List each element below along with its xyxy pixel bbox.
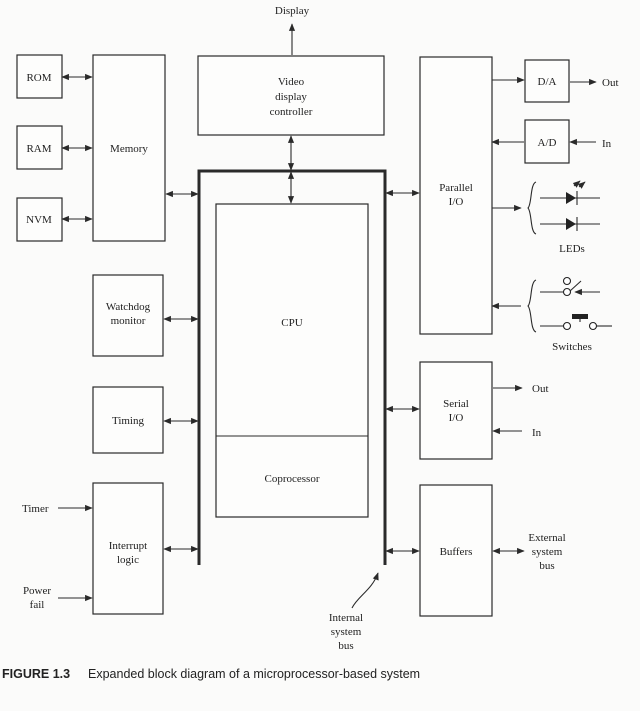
ad-block — [524, 119, 570, 164]
internal-bus-pointer-arrow — [351, 572, 379, 609]
da-block — [524, 59, 570, 103]
memory-label: Memory — [110, 143, 148, 155]
interrupt-label-line1: Interrupt — [109, 540, 147, 552]
led-symbol-2 — [540, 217, 600, 231]
led-symbol-1 — [540, 180, 600, 205]
external-bus-label-line3: bus — [539, 560, 554, 572]
ram-label: RAM — [26, 143, 51, 155]
parallel-io-label-line1: Parallel — [439, 182, 473, 194]
power-fail-label-line2: fail — [30, 599, 45, 611]
figure-number: FIGURE 1.3 — [2, 667, 70, 681]
rom-label: ROM — [26, 72, 51, 84]
rom-block — [16, 54, 63, 99]
watchdog-label-line2: monitor — [111, 315, 146, 327]
serial-in-label: In — [532, 427, 542, 439]
serial-io-label-line1: Serial — [443, 398, 469, 410]
switches-brace — [527, 279, 537, 333]
timing-label: Timing — [112, 415, 145, 427]
switches-label: Switches — [552, 341, 592, 353]
coprocessor-label: Coprocessor — [265, 473, 320, 485]
display-label: Display — [275, 5, 310, 17]
switch-symbol-2 — [540, 314, 612, 331]
internal-bus-label-line3: bus — [338, 640, 353, 652]
video-label-line1: Video — [278, 76, 305, 88]
watchdog-label-line1: Watchdog — [106, 301, 151, 313]
nvm-label: NVM — [26, 214, 52, 226]
external-bus-label-line1: External — [528, 532, 565, 544]
da-out-label: Out — [602, 77, 619, 89]
video-label-line3: controller — [270, 106, 313, 118]
memory-block — [92, 54, 166, 242]
buffers-block — [419, 484, 493, 617]
ad-label: A/D — [538, 137, 557, 149]
serial-io-block — [419, 361, 493, 460]
interrupt-label-line2: logic — [117, 554, 139, 566]
timing-block — [92, 386, 164, 454]
buffers-label: Buffers — [440, 546, 473, 558]
internal-bus-label-line1: Internal — [329, 612, 363, 624]
cpu-label: CPU — [281, 317, 302, 329]
timer-label: Timer — [22, 503, 49, 515]
parallel-io-label-line2: I/O — [449, 196, 464, 208]
video-label-line2: display — [275, 91, 307, 103]
internal-bus-outline — [197, 169, 387, 565]
figure-caption: Expanded block diagram of a microprocess… — [88, 667, 420, 681]
serial-io-label-line2: I/O — [449, 412, 464, 424]
parallel-io-block — [419, 56, 493, 335]
watchdog-block — [92, 274, 164, 357]
ram-block — [16, 125, 63, 170]
video-controller-block — [197, 55, 385, 136]
power-fail-label-line1: Power — [23, 585, 51, 597]
nvm-block — [16, 197, 63, 242]
cpu-block — [215, 203, 369, 518]
internal-bus-label-line2: system — [331, 626, 362, 638]
external-bus-label-line2: system — [532, 546, 563, 558]
da-label: D/A — [538, 76, 557, 88]
ad-in-label: In — [602, 138, 612, 150]
switch-symbol-1 — [540, 276, 600, 297]
serial-out-label: Out — [532, 383, 549, 395]
interrupt-logic-block — [92, 482, 164, 615]
leds-brace — [527, 181, 537, 235]
leds-label: LEDs — [559, 243, 585, 255]
